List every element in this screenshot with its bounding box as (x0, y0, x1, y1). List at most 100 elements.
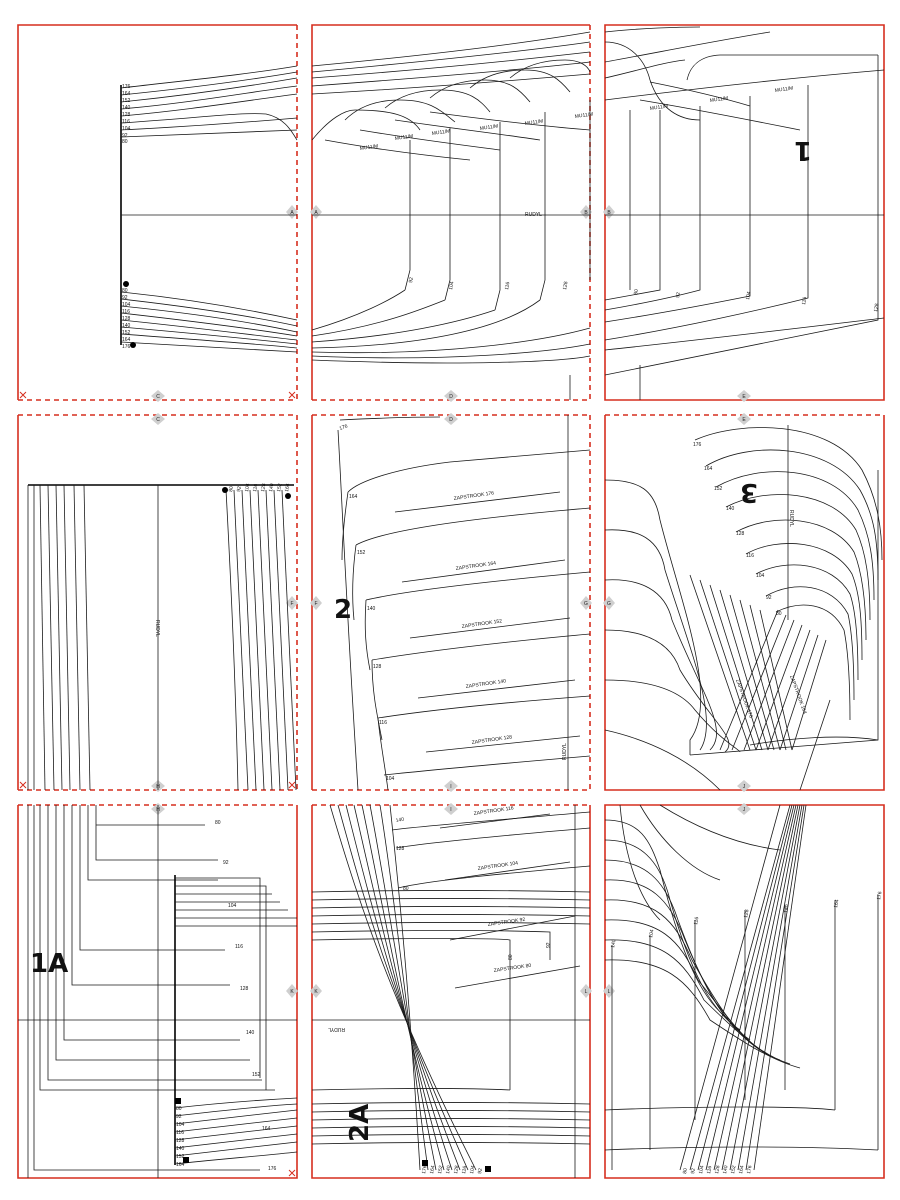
pattern-label: ZAPSTROOK 92 (487, 917, 525, 928)
pattern-label: 140 (722, 1165, 729, 1174)
pattern-label: 128 (122, 112, 131, 118)
pattern-label: MU11/M (431, 128, 450, 137)
pattern-label: I (450, 784, 451, 790)
pattern-label: ZAPSTROOK 164 (455, 560, 496, 572)
pattern-label: 92 (546, 942, 552, 948)
marker-d-bottom: D (444, 390, 458, 402)
pattern-label: RUDYL (562, 743, 568, 760)
pattern-number-3: 3 (740, 477, 758, 507)
pattern-label: 164 (262, 1126, 271, 1132)
pattern-label: 152 (714, 486, 723, 492)
pattern-label: 128 (396, 846, 405, 852)
sheet-4-content: RUDYL 80 92 104 116 128 140 152 164 (27, 483, 297, 791)
pattern-label: K (314, 989, 318, 995)
pattern-label: 164 (122, 91, 131, 97)
pattern-label: 128 (122, 316, 131, 322)
pattern-label: 128 (260, 483, 267, 492)
pattern-label: 176 (339, 423, 349, 432)
marker-g-left: G (603, 596, 615, 610)
pattern-label: E (742, 394, 746, 400)
pattern-label: 92 (236, 486, 243, 493)
pattern-label: 80 (633, 289, 640, 296)
pattern-label: RUDYL (328, 1026, 345, 1032)
marker-j-top: J (737, 803, 751, 815)
pattern-label: 104 (745, 291, 752, 300)
pattern-label: 80 (122, 288, 128, 294)
sheet-1-content: 176 164 152 140 128 116 104 92 80 80 92 … (120, 65, 298, 353)
pattern-label: 104 (176, 1122, 185, 1128)
pattern-label: MU11/M (524, 118, 543, 127)
pattern-label: 80 (122, 139, 128, 145)
pattern-label: D (449, 417, 453, 423)
pattern-label: 92 (477, 1168, 484, 1175)
pattern-label: ZAPSTROOK 164 (788, 675, 808, 715)
pattern-label: B (607, 210, 611, 216)
marker-k-right: K (286, 984, 298, 998)
marker-i-bottom: I (444, 780, 458, 792)
pattern-label: 140 (268, 483, 275, 492)
pattern-label: 80 (176, 1106, 182, 1112)
pattern-label: F (314, 601, 317, 607)
pattern-label: 176 (693, 442, 702, 448)
pattern-label: 92 (223, 860, 229, 866)
sheet-8-content: RUDYL ZAPSTROOK 116 ZAPSTROOK 10 (311, 804, 591, 1178)
sheet-2-content: RUDYL MU11/M MU11/M MU11/M MU11/M MU11/M (311, 31, 594, 400)
pattern-label: 152 (730, 1165, 737, 1174)
pattern-label: G (584, 601, 588, 607)
pattern-label: ZAPSTROOK 116 (473, 805, 514, 817)
sheet-grid (17, 24, 885, 1179)
pattern-label: 116 (379, 720, 387, 726)
pattern-number-2: 2 (334, 595, 352, 625)
pattern-label: E (742, 417, 746, 423)
pattern-label: C (156, 417, 160, 423)
pattern-label: 116 (252, 483, 259, 492)
pattern-label: MU11/M (394, 133, 413, 142)
pattern-label: ZAPSTROOK 80 (493, 963, 531, 974)
pattern-label: 116 (235, 944, 243, 950)
pattern-label: I (450, 807, 451, 813)
pattern-label: MU11/M (709, 95, 728, 104)
pattern-label: F (290, 601, 293, 607)
marker-g-right: G (580, 596, 592, 610)
pattern-label: ZAPSTROOK 152 (461, 618, 502, 630)
sheet-6-content: 176 164 152 140 128 116 104 92 80 RUDYL … (604, 425, 883, 791)
marker-c-top: C (151, 413, 165, 425)
pattern-label: 80 (776, 611, 782, 617)
pattern-label: 152 (122, 98, 131, 104)
pattern-label: J (743, 784, 746, 790)
pattern-label: 140 (246, 1030, 255, 1036)
pattern-label: A (290, 210, 294, 216)
pattern-label: 128 (240, 986, 249, 992)
pattern-label: 92 (690, 1168, 697, 1175)
pattern-label: 140 (783, 904, 790, 913)
pattern-label: J (743, 807, 746, 813)
pattern-label: 140 (395, 817, 404, 824)
marker-c-bottom: C (151, 390, 165, 402)
pattern-label: 116 (461, 1165, 468, 1174)
size-labels-sheet-4: 80 92 104 116 128 140 152 164 (228, 483, 291, 492)
pattern-label: 128 (176, 1138, 185, 1144)
size-labels-upper: 176 164 152 140 128 116 104 92 80 (122, 84, 131, 145)
pattern-label: 104 (122, 302, 131, 308)
pattern-label: 116 (504, 281, 511, 290)
pattern-label: 92 (122, 295, 128, 301)
pattern-label: 104 (122, 126, 131, 132)
sheet-7-border (17, 805, 298, 1179)
pattern-label: MU11/M (359, 143, 378, 152)
pattern-label: 104 (228, 903, 237, 909)
marker-k-left: K (310, 984, 322, 998)
pattern-label: 164 (284, 483, 291, 492)
pattern-label: 140 (367, 606, 376, 612)
pattern-label: 80 (228, 486, 235, 493)
pattern-label: 152 (252, 1072, 261, 1078)
corner-cross-marks (19, 391, 296, 1177)
pattern-label: 140 (610, 939, 617, 948)
pattern-label: MU11/M (649, 103, 668, 112)
pattern-label: 116 (801, 296, 808, 305)
pattern-label: ZAPSTROOK 104 (477, 860, 518, 872)
pattern-label: 104 (469, 1165, 476, 1174)
size-labels-lower: 80 92 104 116 128 140 152 164 176 (122, 288, 131, 350)
pattern-label: 92 (766, 595, 772, 601)
pattern-label: C (156, 394, 160, 400)
pattern-label: 104 (448, 281, 455, 290)
